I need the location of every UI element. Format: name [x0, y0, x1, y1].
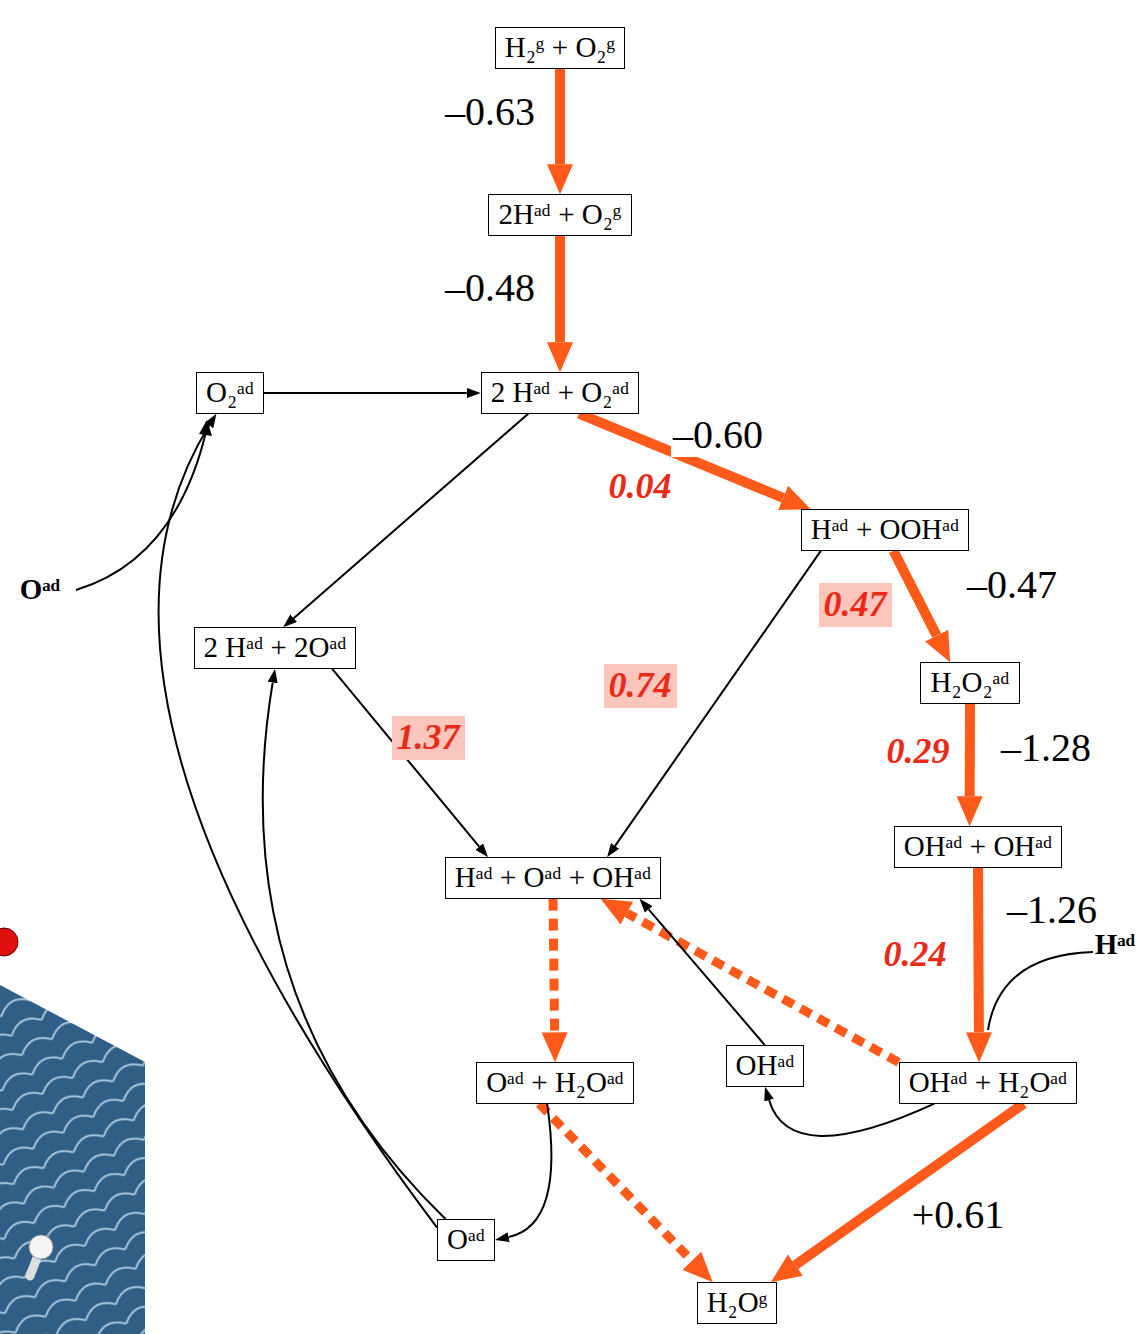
species-text: H₂Oᵍ	[707, 1286, 768, 1318]
leader-line	[988, 952, 1093, 1030]
leader-line	[76, 432, 206, 590]
energy-value: –1.28	[999, 726, 1093, 770]
reaction-arrow	[332, 669, 479, 847]
species-text: 2 Hᵃᵈ + 2Oᵃᵈ	[204, 631, 347, 663]
energy-value: –0.48	[443, 266, 537, 310]
species-box: OHᵃᵈ	[726, 1045, 805, 1086]
energy-value: –1.26	[1005, 888, 1099, 932]
reaction-path-arrow	[555, 69, 565, 165]
species-box: OHᵃᵈ + OHᵃᵈ	[894, 826, 1063, 867]
reaction-arrow	[264, 392, 467, 394]
species-label: Oᵃᵈ	[18, 574, 62, 606]
reaction-path-arrow	[965, 704, 975, 797]
species-box: Oᵃᵈ + H₂Oᵃᵈ	[476, 1062, 634, 1103]
reaction-arrow	[769, 1100, 934, 1136]
species-text: 2 Hᵃᵈ + O₂ᵃᵈ	[491, 376, 630, 408]
barrier-value: 0.47	[819, 583, 892, 627]
species-text: Oᵃᵈ	[447, 1223, 485, 1255]
species-box: H₂ᵍ + O₂ᵍ	[495, 27, 625, 68]
species-box: 2 Hᵃᵈ + O₂ᵃᵈ	[481, 372, 640, 413]
reaction-path-arrow	[973, 868, 984, 1033]
leader-head	[199, 420, 212, 436]
species-box: Hᵃᵈ + Oᵃᵈ + OHᵃᵈ	[445, 857, 661, 898]
species-text: OHᵃᵈ + OHᵃᵈ	[904, 830, 1053, 862]
reaction-arrow	[509, 1104, 552, 1237]
energy-value: +0.61	[910, 1193, 1007, 1237]
reaction-path-arrow	[553, 899, 555, 1033]
reaction-path-arrow	[539, 1104, 692, 1261]
species-text: H₂ᵍ + O₂ᵍ	[505, 31, 615, 63]
species-box: 2Hᵃᵈ + O₂ᵍ	[488, 194, 631, 235]
species-text: H₂O₂ᵃᵈ	[930, 666, 1009, 698]
species-box: H₂O₂ᵃᵈ	[920, 662, 1019, 703]
reaction-path-arrow	[795, 1104, 1023, 1265]
barrier-value: 0.29	[885, 732, 952, 772]
barrier-value: 0.04	[607, 467, 674, 507]
hydrogen-atom	[29, 1235, 53, 1259]
species-label: Hᵃᵈ	[1093, 929, 1137, 961]
reaction-arrow	[649, 909, 765, 1045]
species-box: Oᵃᵈ	[437, 1219, 495, 1260]
species-text: O₂ᵃᵈ	[206, 376, 254, 408]
barrier-value: 1.37	[392, 716, 465, 760]
reaction-arrow	[159, 426, 437, 1228]
species-box: 2 Hᵃᵈ + 2Oᵃᵈ	[194, 627, 357, 668]
species-box: H₂Oᵍ	[697, 1282, 778, 1323]
species-box: Hᵃᵈ + OOHᵃᵈ	[801, 509, 970, 550]
reaction-path-arrow	[893, 551, 936, 636]
species-text: Oᵃᵈ + H₂Oᵃᵈ	[486, 1066, 624, 1098]
barrier-value: 0.74	[604, 664, 677, 708]
reaction-path-arrow	[555, 236, 565, 343]
reaction-path-arrow	[627, 913, 899, 1062]
species-box: OHᵃᵈ + H₂Oᵃᵈ	[899, 1062, 1078, 1103]
oxygen-atom	[0, 928, 18, 956]
species-text: 2Hᵃᵈ + O₂ᵍ	[498, 198, 621, 230]
species-text: Hᵃᵈ + Oᵃᵈ + OHᵃᵈ	[455, 861, 651, 893]
barrier-value: 0.24	[882, 935, 949, 975]
energy-value: –0.63	[443, 90, 537, 134]
species-text: Hᵃᵈ + OOHᵃᵈ	[811, 513, 960, 545]
species-box: O₂ᵃᵈ	[196, 372, 264, 413]
reaction-arrow	[294, 414, 529, 618]
species-text: OHᵃᵈ	[736, 1049, 795, 1081]
metal-surface	[0, 985, 145, 1334]
energy-value: –0.60	[671, 413, 765, 457]
reaction-arrow	[263, 682, 446, 1219]
species-text: OHᵃᵈ + H₂Oᵃᵈ	[909, 1066, 1068, 1098]
energy-value: –0.47	[965, 563, 1059, 607]
